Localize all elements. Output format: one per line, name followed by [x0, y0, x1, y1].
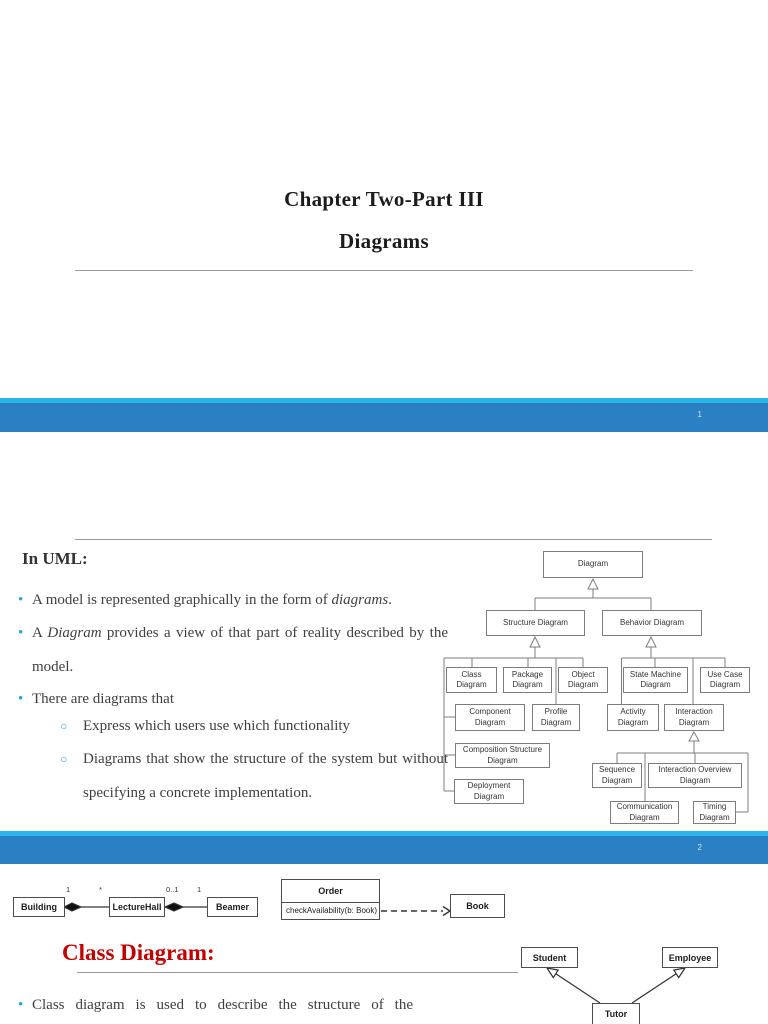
section-heading: In UML:	[22, 549, 88, 568]
generalization-triangle-icon	[645, 635, 657, 648]
bullet-text: Diagrams that show the structure of the …	[83, 751, 448, 801]
tree-node-activity-diagram: Activity Diagram	[607, 704, 659, 731]
aggregation-diamond-icon	[62, 902, 83, 912]
bullet-item: • A model is represented graphically in …	[15, 583, 448, 617]
page-number: 2	[697, 843, 702, 852]
tree-node-component-diagram: Component Diagram	[455, 704, 525, 731]
sub-bullet-item: ○ Express which users use which function…	[15, 709, 448, 743]
generalization-triangle-icon	[688, 730, 700, 742]
circle-bullet-icon: ○	[60, 752, 68, 766]
bullet-text: There are diagrams that	[32, 691, 175, 707]
bullet-text: A Diagram provides a view of that part o…	[32, 616, 448, 684]
class-box-employee: Employee	[662, 947, 718, 968]
bullet-text-part: .	[388, 592, 392, 608]
circle-bullet-icon: ○	[60, 719, 68, 733]
class-box-lecturehall: LectureHall	[109, 897, 165, 917]
open-arrowhead-icon	[442, 905, 452, 917]
tree-node-state-machine-diagram: State Machine Diagram	[623, 667, 688, 693]
class-box-order: Order checkAvailability(b: Book)	[281, 879, 380, 920]
tree-node-profile-diagram: Profile Diagram	[532, 704, 580, 731]
class-box-beamer: Beamer	[207, 897, 258, 917]
tree-node-class-diagram: Class Diagram	[446, 667, 497, 693]
tree-node-sequence-diagram: Sequence Diagram	[592, 763, 642, 788]
bullet-dot-icon: •	[18, 592, 24, 608]
bullet-text-part: A model is represented graphically in th…	[32, 592, 332, 608]
bullet-dot-icon: •	[18, 997, 24, 1013]
bullet-item: • There are diagrams that	[15, 682, 448, 716]
tree-node-interaction-diagram: Interaction Diagram	[664, 704, 724, 731]
tree-node-composition-structure-diagram: Composition Structure Diagram	[455, 743, 550, 768]
bullet-dot-icon: •	[18, 691, 24, 707]
section-heading: Class Diagram:	[62, 940, 215, 965]
class-operation: checkAvailability(b: Book)	[286, 906, 378, 915]
tree-node-communication-diagram: Communication Diagram	[610, 801, 679, 824]
aggregation-diamond-icon	[163, 902, 185, 912]
divider-line	[77, 972, 518, 973]
bullet-text-italic: Diagram	[47, 625, 102, 641]
tree-node-use-case-diagram: Use Case Diagram	[700, 667, 750, 693]
multiplicity-label: 0..1	[166, 885, 179, 894]
class-box-tutor: Tutor	[592, 1003, 640, 1024]
class-box-student: Student	[521, 947, 578, 968]
bullet-text: Express which users use which functional…	[83, 718, 351, 734]
generalization-triangle-icon	[545, 967, 560, 979]
sub-bullet-item: ○ Diagrams that show the structure of th…	[15, 742, 448, 810]
tree-node-diagram: Diagram	[543, 551, 643, 578]
bullet-text-italic: diagrams	[331, 592, 389, 608]
footer-bar	[0, 403, 768, 432]
footer-accent-stripe	[0, 398, 768, 403]
footer-bar	[0, 836, 768, 864]
bullet-item: • Class diagram is used to describe the …	[15, 988, 413, 1022]
divider-line	[75, 270, 693, 271]
chapter-title: Chapter Two-Part III	[284, 187, 484, 211]
chapter-subtitle: Diagrams	[339, 229, 429, 253]
tree-node-interaction-overview-diagram: Interaction Overview Diagram	[648, 763, 742, 788]
class-box-book: Book	[450, 894, 505, 918]
tree-node-timing-diagram: Timing Diagram	[693, 801, 736, 824]
divider-line	[75, 539, 712, 540]
tree-node-deployment-diagram: Deployment Diagram	[454, 779, 524, 804]
tree-node-structure-diagram: Structure Diagram	[486, 610, 585, 636]
bullet-text: Class diagram is used to describe the st…	[32, 997, 413, 1013]
tree-node-package-diagram: Package Diagram	[503, 667, 552, 693]
bullet-dot-icon: •	[18, 625, 24, 641]
bullet-text-part: A	[32, 625, 48, 641]
tree-node-behavior-diagram: Behavior Diagram	[602, 610, 702, 636]
generalization-triangle-icon	[672, 967, 687, 979]
multiplicity-label: 1	[66, 885, 71, 894]
footer-accent-stripe	[0, 831, 768, 836]
class-name: Order	[282, 880, 379, 903]
multiplicity-label: *	[99, 885, 102, 894]
bullet-text-part: provides a view of that part of reality …	[32, 625, 448, 675]
class-box-building: Building	[13, 897, 65, 917]
generalization-triangle-icon	[529, 635, 541, 648]
bullet-text: A model is represented graphically in th…	[32, 583, 448, 617]
multiplicity-label: 1	[197, 885, 202, 894]
generalization-triangle-icon	[587, 577, 599, 590]
bullet-item: • A Diagram provides a view of that part…	[15, 616, 448, 684]
tree-node-object-diagram: Object Diagram	[558, 667, 608, 693]
page-number: 1	[697, 410, 702, 419]
